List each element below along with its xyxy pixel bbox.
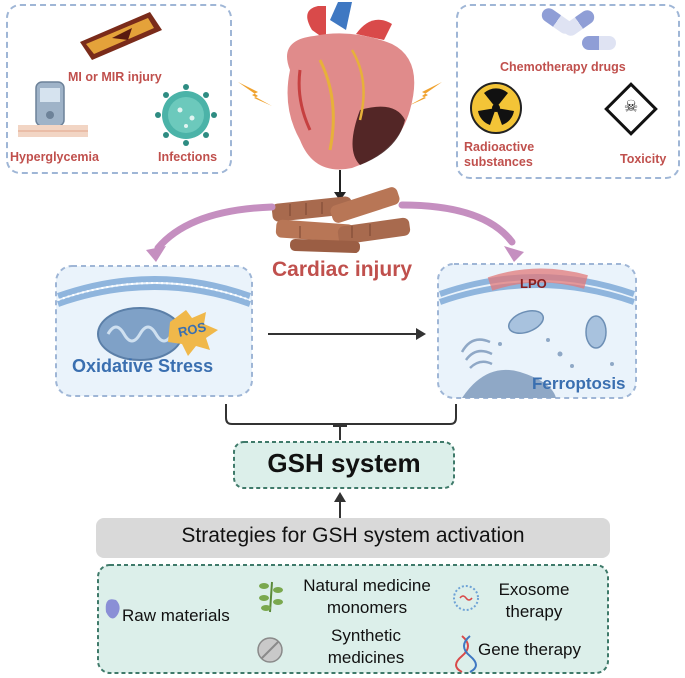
cause-hyperglycemia: Hyperglycemia bbox=[10, 150, 99, 164]
strategies-title: Strategies for GSH system activation bbox=[181, 524, 525, 547]
herb-icon bbox=[259, 581, 283, 613]
arrow-to-oxidative bbox=[154, 203, 276, 252]
cause-radioactive-l1: Radioactive bbox=[464, 140, 535, 154]
ferroptosis-cell-panel bbox=[437, 263, 637, 399]
arrow-to-ferroptosis bbox=[398, 201, 516, 246]
vessel-icon bbox=[80, 12, 162, 60]
strategy-synthetic-l1: Synthetic bbox=[331, 626, 401, 645]
capsules-icon bbox=[539, 5, 620, 53]
oxidative-stress-label: Oxidative Stress bbox=[72, 356, 214, 376]
cause-chemo: Chemotherapy drugs bbox=[500, 60, 626, 74]
cause-infections: Infections bbox=[158, 150, 218, 164]
strategies-box bbox=[97, 564, 609, 674]
oxidative-cell-panel bbox=[55, 265, 253, 397]
strategy-gene-therapy: Gene therapy bbox=[478, 640, 582, 659]
lightning-left-icon bbox=[238, 82, 272, 106]
cause-mi-mir: MI or MIR injury bbox=[68, 70, 162, 84]
cause-toxicity: Toxicity bbox=[620, 152, 667, 166]
glucometer-icon bbox=[18, 81, 88, 137]
strategy-natural-l1: Natural medicine bbox=[303, 576, 431, 595]
strategy-exosome-l1: Exosome bbox=[498, 580, 570, 599]
radioactive-icon bbox=[470, 82, 522, 134]
bracket bbox=[225, 404, 457, 425]
pill-icon bbox=[257, 637, 283, 663]
exosome-icon bbox=[453, 585, 479, 611]
ferroptosis-label: Ferroptosis bbox=[532, 374, 626, 393]
dna-icon bbox=[455, 635, 477, 673]
muscle-fibers-icon bbox=[271, 187, 411, 254]
strategy-synthetic-l2: medicines bbox=[327, 648, 405, 667]
strategy-raw-materials: Raw materials bbox=[122, 606, 230, 625]
cause-radioactive-l2: substances bbox=[464, 155, 533, 169]
gsh-system-label: GSH system bbox=[267, 448, 421, 478]
lpo-label: LPO bbox=[520, 276, 547, 291]
lightning-right-icon bbox=[408, 82, 442, 106]
virus-icon bbox=[155, 84, 217, 146]
causes-left-panel bbox=[6, 4, 232, 174]
strategy-natural-l2: monomers bbox=[326, 598, 408, 617]
strategies-banner bbox=[96, 518, 610, 558]
strategy-exosome-l2: therapy bbox=[505, 602, 563, 621]
heart-icon bbox=[287, 2, 415, 170]
gsh-box bbox=[233, 441, 455, 489]
causes-right-panel bbox=[456, 4, 680, 179]
raw-material-icon bbox=[105, 599, 120, 619]
cardiac-injury-label: Cardiac injury bbox=[272, 258, 413, 281]
